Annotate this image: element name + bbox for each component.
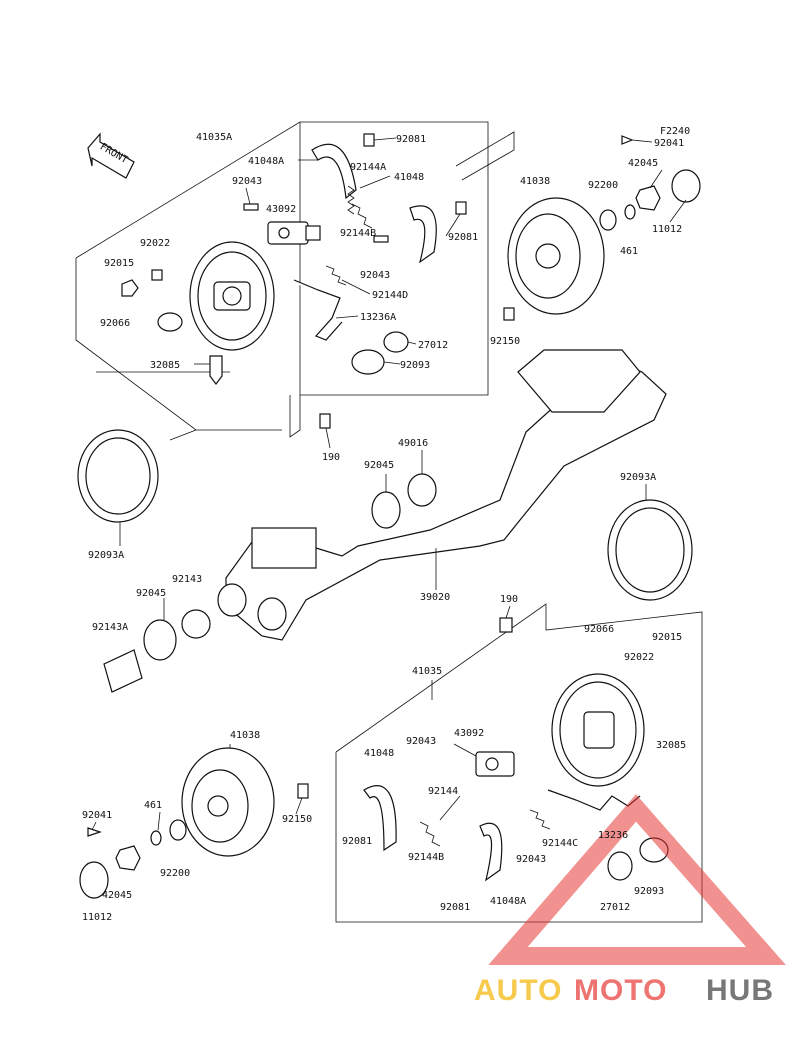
front-direction-arrow: FRONT: [87, 132, 135, 179]
label-190-top: 190: [322, 452, 340, 463]
label-92081-d: 92081: [440, 902, 470, 913]
label-92144: 92144: [428, 786, 458, 797]
label-92200-bot: 92200: [160, 868, 190, 879]
label-92043-c: 92043: [406, 736, 436, 747]
lower-assembly-frame: [335, 603, 703, 923]
label-92081-b: 92081: [448, 232, 478, 243]
lower-lever-parts: [499, 617, 669, 881]
label-461-top: 461: [620, 246, 638, 257]
label-92022-bot: 92022: [624, 652, 654, 663]
label-41035: 41035: [412, 666, 442, 677]
label-92041-bot: 92041: [82, 810, 112, 821]
upper-springs: [325, 185, 373, 286]
upper-small-parts: [121, 269, 409, 429]
upper-hub-parts: [599, 135, 701, 231]
label-41048A-top: 41048A: [248, 156, 284, 167]
label-92200-top: 92200: [588, 180, 618, 191]
upper-lever: [293, 279, 343, 341]
upper-brake-shoe-b: [409, 205, 437, 264]
label-41048-top: 41048: [394, 172, 424, 183]
upper-assembly-frame: [75, 121, 489, 441]
label-92015-top: 92015: [104, 258, 134, 269]
label-13236A: 13236A: [360, 312, 396, 323]
axle-bearings-left: [103, 609, 211, 693]
label-42045-bot: 42045: [102, 890, 132, 901]
label-27012-top: 27012: [418, 340, 448, 351]
label-92143A: 92143A: [92, 622, 128, 633]
label-92041-top: 92041: [654, 138, 684, 149]
label-39020: 39020: [420, 592, 450, 603]
label-92015-bot: 92015: [652, 632, 682, 643]
watermark-moto: MOTO: [574, 974, 667, 1007]
label-92144B-top: 92144B: [340, 228, 376, 239]
axle-bearings-mid: [371, 473, 437, 529]
watermark-auto: AUTO: [474, 974, 562, 1007]
hub-bracket-upper: [455, 131, 515, 181]
watermark-hub: HUB: [706, 974, 774, 1007]
lower-springs: [419, 809, 551, 847]
brake-seal-rings: [77, 429, 693, 601]
label-92081-c: 92081: [342, 836, 372, 847]
label-41038-top: 41038: [520, 176, 550, 187]
label-32085-bot: 32085: [656, 740, 686, 751]
watermark-triangle: [488, 794, 786, 965]
label-190-bot: 190: [500, 594, 518, 605]
label-92093-bot: 92093: [634, 886, 664, 897]
leader-lines: [91, 137, 687, 831]
label-13236: 13236: [598, 830, 628, 841]
part-labels: 92041 42045 92200 461 11012 41038 92150 …: [82, 132, 686, 923]
label-92081-a: 92081: [396, 134, 426, 145]
upper-brake-drum: [503, 197, 605, 321]
upper-brake-panel: [189, 241, 275, 351]
label-92144B-bot: 92144B: [408, 852, 444, 863]
label-92150-top: 92150: [490, 336, 520, 347]
lower-brake-panel: [551, 673, 645, 787]
lower-wheel-cylinder: [475, 751, 515, 777]
label-42045-top: 42045: [628, 158, 658, 169]
label-92045-left: 92045: [136, 588, 166, 599]
label-92043-a: 92043: [232, 176, 262, 187]
upper-pins: [243, 133, 467, 243]
axle-housing: [217, 349, 667, 641]
label-32085-top: 32085: [150, 360, 180, 371]
label-41035A: 41035A: [196, 132, 232, 143]
label-92093-top: 92093: [400, 360, 430, 371]
label-92143: 92143: [172, 574, 202, 585]
label-461-bot: 461: [144, 800, 162, 811]
label-92144D: 92144D: [372, 290, 408, 301]
label-92066-bot: 92066: [584, 624, 614, 635]
label-41038-bot: 41038: [230, 730, 260, 741]
label-92022-top: 92022: [140, 238, 170, 249]
label-92043-d: 92043: [516, 854, 546, 865]
label-92093A-left: 92093A: [88, 550, 124, 561]
lower-brake-drum: [181, 747, 309, 857]
label-92045-mid: 92045: [364, 460, 394, 471]
label-49016: 49016: [398, 438, 428, 449]
lower-hub-parts: [79, 819, 187, 899]
label-11012-bot: 11012: [82, 912, 112, 923]
label-11012-top: 11012: [652, 224, 682, 235]
upper-wheel-cylinder: [267, 221, 321, 245]
upper-brake-shoe-a: [311, 143, 357, 200]
label-43092-bot: 43092: [454, 728, 484, 739]
label-92043-b: 92043: [360, 270, 390, 281]
label-41048-bot: 41048: [364, 748, 394, 759]
label-92144A: 92144A: [350, 162, 386, 173]
label-27012-bot: 27012: [600, 902, 630, 913]
label-41048A-bot: 41048A: [490, 896, 526, 907]
label-92066-top: 92066: [100, 318, 130, 329]
label-92150-bot: 92150: [282, 814, 312, 825]
label-92144C: 92144C: [542, 838, 578, 849]
label-92093A-right: 92093A: [620, 472, 656, 483]
watermark-logo: AUTO MOTO HUB: [474, 974, 774, 1007]
figure-ref: F2240: [660, 126, 690, 137]
label-43092-top: 43092: [266, 204, 296, 215]
lower-brake-shoes: [363, 785, 503, 882]
